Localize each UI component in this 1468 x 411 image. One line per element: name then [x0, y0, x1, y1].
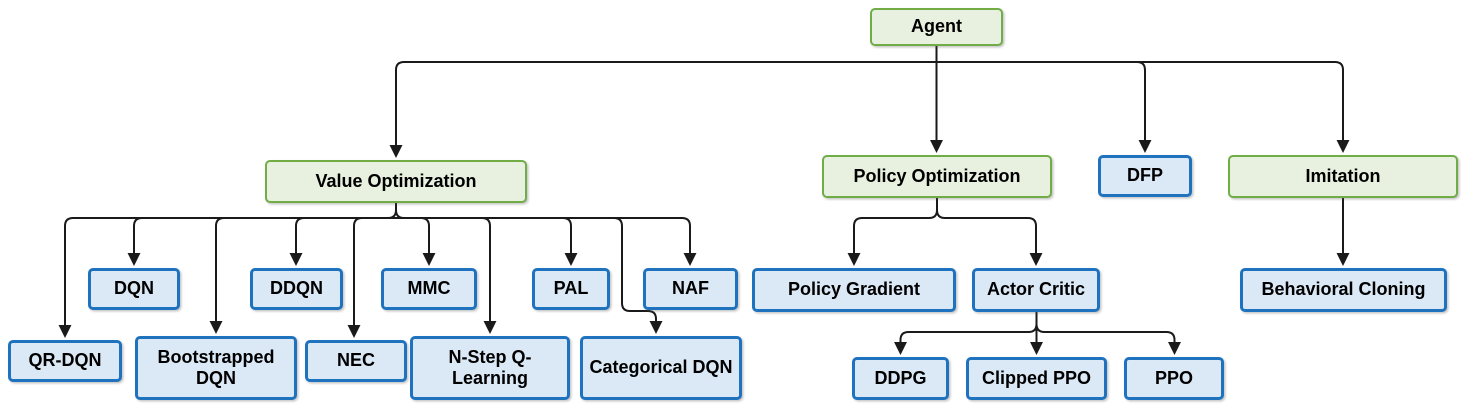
node-ppo: PPO — [1124, 357, 1224, 400]
edge-value-optimization-pal — [396, 217, 578, 266]
node-ddpg: DDPG — [852, 357, 949, 400]
node-policy-gradient: Policy Gradient — [752, 268, 956, 312]
edge-value-optimization-mmc — [395, 203, 436, 266]
edge-value-optimization-categorical-dqn — [396, 217, 663, 334]
edge-value-optimization-dqn — [127, 217, 396, 266]
edge-value-optimization-nec — [347, 217, 396, 338]
node-qr-dqn: QR-DQN — [8, 340, 122, 382]
node-pal: PAL — [532, 268, 610, 310]
edge-actor-critic-ddpg — [894, 312, 1038, 355]
node-dfp: DFP — [1098, 155, 1192, 197]
node-actor-critic: Actor Critic — [972, 268, 1100, 312]
node-naf: NAF — [643, 268, 738, 310]
edge-value-optimization-naf — [396, 217, 697, 266]
edge-actor-critic-ppo — [1035, 312, 1181, 355]
edge-agent-value-optimization — [389, 61, 937, 158]
node-n-step-q-learning: N-Step Q-Learning — [410, 336, 570, 400]
node-nec: NEC — [305, 340, 407, 382]
node-mmc: MMC — [381, 268, 477, 310]
edge-policy-optimization-policy-gradient — [847, 198, 938, 266]
node-ddqn: DDQN — [250, 268, 343, 310]
node-policy-optimization: Policy Optimization — [822, 155, 1052, 198]
node-dqn: DQN — [88, 268, 180, 310]
node-behavioral-cloning: Behavioral Cloning — [1240, 268, 1447, 312]
edge-agent-dfp — [936, 61, 1152, 153]
node-categorical-dqn: Categorical DQN — [580, 336, 742, 400]
edge-value-optimization-bootstrapped-dqn — [209, 217, 396, 334]
node-imitation: Imitation — [1228, 155, 1458, 198]
node-bootstrapped-dqn: Bootstrapped DQN — [135, 336, 297, 400]
node-value-optimization: Value Optimization — [265, 160, 527, 203]
edge-value-optimization-ddqn — [289, 217, 396, 266]
edge-agent-imitation — [936, 61, 1350, 153]
edge-policy-optimization-actor-critic — [936, 198, 1043, 266]
node-clipped-ppo: Clipped PPO — [966, 357, 1107, 400]
node-agent: Agent — [870, 8, 1003, 46]
